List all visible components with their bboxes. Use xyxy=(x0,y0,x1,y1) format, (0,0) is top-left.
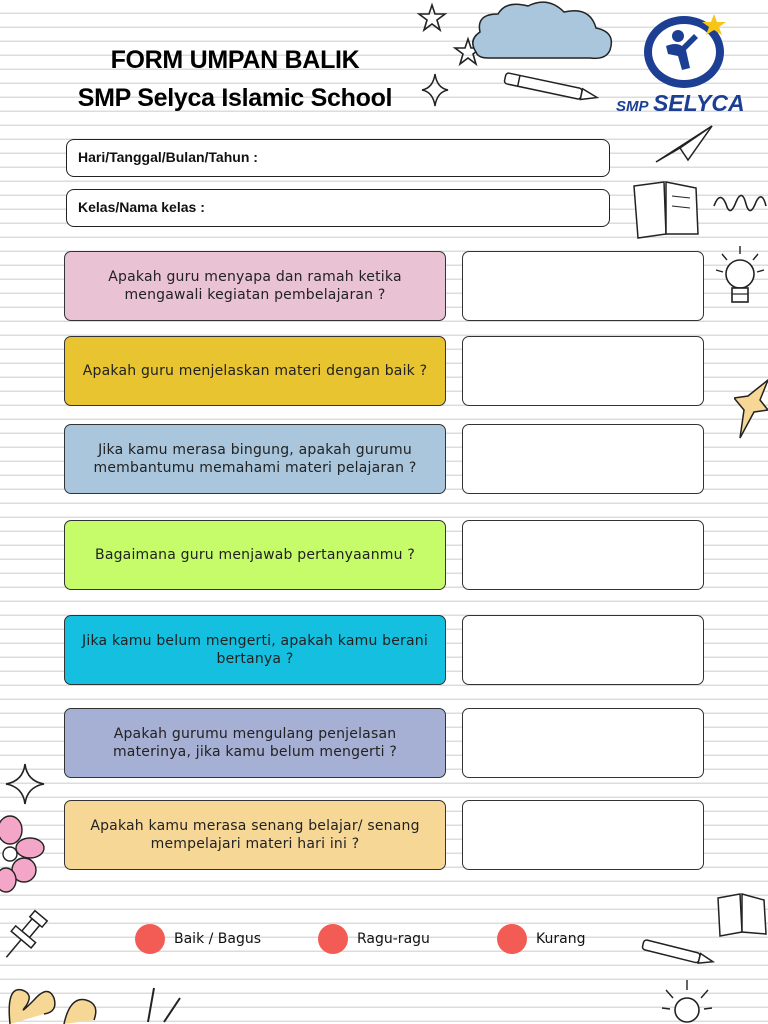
answer-box[interactable] xyxy=(462,336,704,406)
legend-unsure: Ragu-ragu xyxy=(318,924,430,954)
logo-text: SMP SELYCA xyxy=(616,90,745,116)
sparkle-icon xyxy=(147,987,181,1023)
question-box: Jika kamu merasa bingung, apakah gurumu … xyxy=(64,424,446,494)
class-field[interactable]: Kelas/Nama kelas : xyxy=(66,189,610,227)
star-icon xyxy=(416,2,448,33)
spiral-icon xyxy=(713,194,767,212)
flower-icon xyxy=(0,815,45,893)
answer-box[interactable] xyxy=(462,424,704,494)
legend-label-unsure: Ragu-ragu xyxy=(357,931,430,947)
paper-plane-icon xyxy=(655,125,713,163)
lightbulb-icon xyxy=(715,246,765,303)
school-logo-icon xyxy=(644,14,726,88)
answer-box[interactable] xyxy=(462,251,704,321)
pen-icon xyxy=(641,939,716,965)
legend-poor: Kurang xyxy=(497,924,585,954)
question-box: Apakah gurumu mengulang penjelasan mater… xyxy=(64,708,446,778)
question-text: Apakah kamu merasa senang belajar/ senan… xyxy=(90,818,420,852)
pushpin-icon xyxy=(5,909,49,958)
spiral-icon xyxy=(8,988,97,1024)
cloud-icon xyxy=(472,1,613,60)
question-text: Apakah gurumu mengulang penjelasan mater… xyxy=(112,726,398,760)
book-icon xyxy=(633,181,699,239)
sparkle-icon xyxy=(421,73,449,107)
legend-dot-unsure xyxy=(318,924,348,954)
lightbulb-icon xyxy=(661,980,713,1023)
question-box: Bagaimana guru menjawab pertanyaanmu ? xyxy=(64,520,446,590)
question-text: Jika kamu belum mengerti, apakah kamu be… xyxy=(82,633,428,667)
question-box: Apakah guru menyapa dan ramah ketika men… xyxy=(64,251,446,321)
school-name-title: SMP Selyca Islamic School xyxy=(77,84,393,112)
date-field-label: Hari/Tanggal/Bulan/Tahun : xyxy=(78,149,258,165)
book-icon xyxy=(717,893,767,937)
pen-icon xyxy=(503,72,600,101)
answer-box[interactable] xyxy=(462,800,704,870)
star-shape-icon xyxy=(734,379,768,439)
question-text: Jika kamu merasa bingung, apakah gurumu … xyxy=(93,442,417,476)
question-text: Bagaimana guru menjawab pertanyaanmu ? xyxy=(95,547,415,563)
answer-box[interactable] xyxy=(462,615,704,685)
answer-box[interactable] xyxy=(462,708,704,778)
class-field-label: Kelas/Nama kelas : xyxy=(78,199,205,215)
answer-box[interactable] xyxy=(462,520,704,590)
question-box: Apakah kamu merasa senang belajar/ senan… xyxy=(64,800,446,870)
question-text: Apakah guru menjelaskan materi dengan ba… xyxy=(82,363,428,379)
legend-dot-good xyxy=(135,924,165,954)
legend-label-good: Baik / Bagus xyxy=(174,931,262,947)
date-field[interactable]: Hari/Tanggal/Bulan/Tahun : xyxy=(66,139,610,177)
question-text: Apakah guru menyapa dan ramah ketika men… xyxy=(108,269,402,303)
legend-good: Baik / Bagus xyxy=(135,924,261,954)
legend-dot-poor xyxy=(497,924,527,954)
legend-label-poor: Kurang xyxy=(536,931,586,947)
question-box: Apakah guru menjelaskan materi dengan ba… xyxy=(64,336,446,406)
sparkle-icon xyxy=(5,763,45,805)
question-box: Jika kamu belum mengerti, apakah kamu be… xyxy=(64,615,446,685)
form-title: FORM UMPAN BALIK xyxy=(110,46,360,74)
